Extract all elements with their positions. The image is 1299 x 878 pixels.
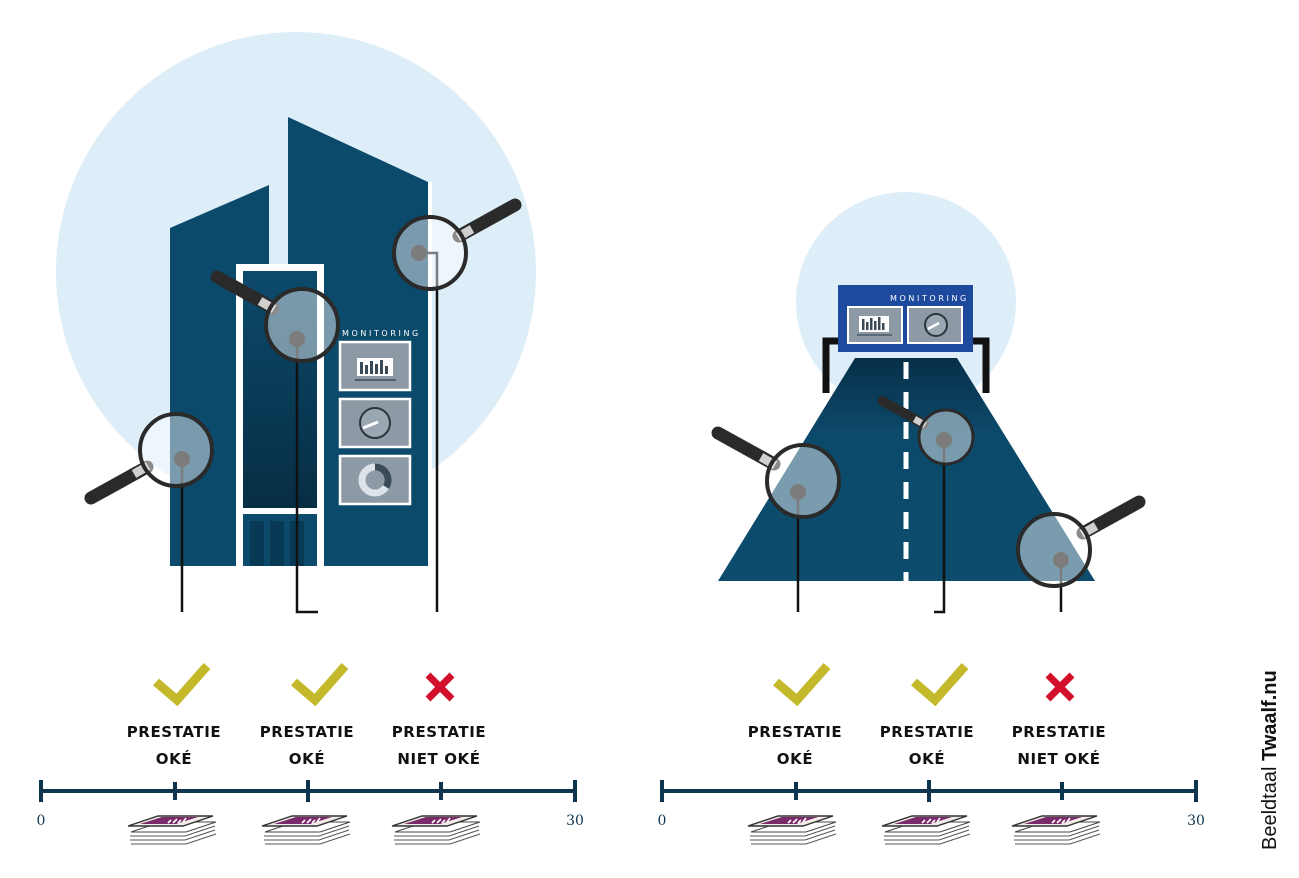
credit-part1: Beeldtaal — [1259, 761, 1281, 850]
status-labels: PRESTATIE OKÉ PRESTATIE OKÉ PRESTATIE NI… — [127, 723, 1107, 768]
sign-gantry: MONITORING — [822, 285, 990, 393]
status-label: NIET OKÉ — [1017, 749, 1100, 768]
status-label: PRESTATIE — [127, 723, 222, 741]
bar-chart-icon — [355, 358, 396, 381]
axis-start-label: 0 — [658, 813, 667, 829]
status-label: PRESTATIE — [392, 723, 487, 741]
check-icon — [291, 663, 349, 707]
road-panel: MONITORING — [718, 192, 1139, 614]
money-stack-icon — [127, 815, 217, 845]
building-panel: MONITORING — [56, 32, 536, 614]
status-label: PRESTATIE — [880, 723, 975, 741]
axis-end-label: 30 — [1187, 813, 1205, 829]
axis-start-label: 0 — [37, 813, 46, 829]
gauge-icon — [924, 313, 948, 337]
money-stack-icon — [391, 815, 481, 845]
money-stack-icon — [261, 815, 351, 845]
money-stack-icon — [1011, 815, 1101, 845]
status-label: OKÉ — [909, 749, 945, 768]
status-label: OKÉ — [156, 749, 192, 768]
bar-chart-icon — [857, 316, 892, 336]
status-label: PRESTATIE — [748, 723, 843, 741]
timeline-left — [39, 780, 577, 802]
status-label: PRESTATIE — [260, 723, 355, 741]
status-marks — [153, 663, 1075, 707]
check-icon — [153, 663, 211, 707]
status-label: PRESTATIE — [1012, 723, 1107, 741]
check-icon — [911, 663, 969, 707]
money-stack-icon — [881, 815, 971, 845]
road-illustration — [718, 358, 1095, 581]
axis-end-label: 30 — [566, 813, 584, 829]
cross-icon — [425, 672, 455, 702]
cross-icon — [1045, 672, 1075, 702]
status-label: NIET OKÉ — [397, 749, 480, 768]
gauge-icon — [359, 407, 391, 439]
credit-part2: Twaalf.nu — [1259, 670, 1281, 762]
status-label: OKÉ — [289, 749, 325, 768]
credit-label: Beeldtaal Twaalf.nu — [1259, 670, 1282, 850]
donut-screen — [338, 454, 412, 506]
money-stack-icon — [747, 815, 837, 845]
timeline-right — [660, 780, 1198, 802]
check-icon — [773, 663, 831, 707]
donut-chart-icon — [358, 463, 392, 497]
monitoring-panel: MONITORING — [338, 329, 421, 506]
monitoring-label: MONITORING — [342, 329, 421, 338]
status-label: OKÉ — [777, 749, 813, 768]
monitoring-label: MONITORING — [890, 294, 969, 303]
